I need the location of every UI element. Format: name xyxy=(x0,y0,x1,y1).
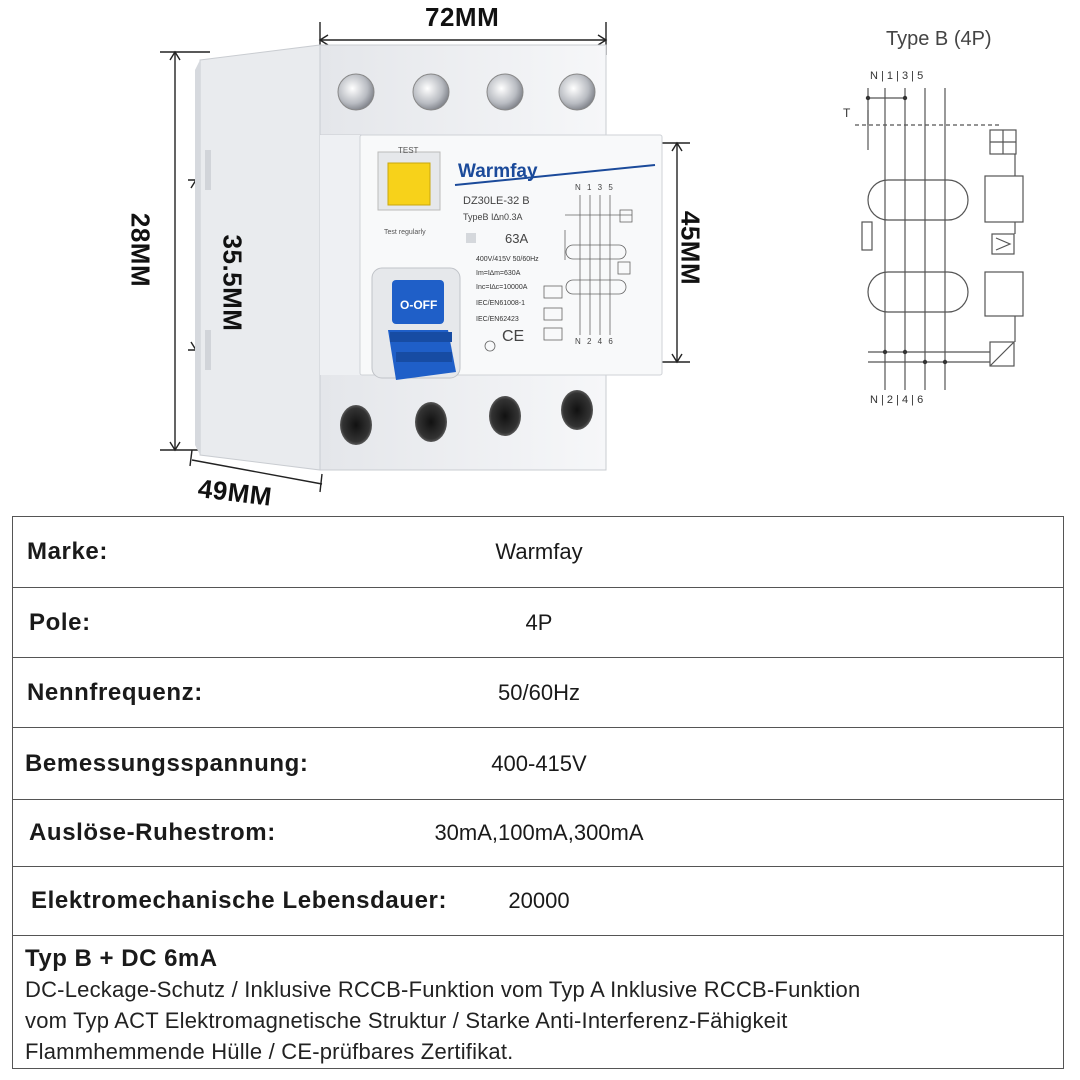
table-row: Marke: Warmfay xyxy=(13,517,1063,588)
device-spec-line: Im=I∆m=630A xyxy=(476,270,521,277)
device-terminals-top: N 1 3 5 xyxy=(575,183,615,192)
switch-lever xyxy=(371,267,461,380)
switch-off-label: O-OFF xyxy=(400,298,438,312)
spec-label: Auslöse-Ruhestrom: xyxy=(29,819,276,846)
description-block: Typ B + DC 6mA DC-Leckage-Schutz / Inklu… xyxy=(13,936,1063,1068)
spec-value: Warmfay xyxy=(495,539,583,564)
spec-label: Bemessungsspannung: xyxy=(25,749,309,777)
rccb-drawing xyxy=(160,22,1024,493)
device-terminals-bottom: N 2 4 6 xyxy=(575,337,615,346)
wiring-diagram xyxy=(855,88,1024,390)
width-dimension-label: 72MM xyxy=(425,2,500,32)
terminal-holes xyxy=(340,390,593,445)
description-line: Flammhemmende Hülle / CE-prüfbares Zerti… xyxy=(25,1039,514,1064)
device-spec-line: 400V/415V 50/60Hz xyxy=(476,256,539,263)
wiring-top-terminals: N | 1 | 3 | 5 xyxy=(870,70,924,82)
device-spec-line: IEC/EN61008-1 xyxy=(476,300,526,307)
description-line: DC-Leckage-Schutz / Inklusive RCCB-Funkt… xyxy=(25,977,861,1002)
device-type-line: TypeB I∆n0.3A xyxy=(463,212,523,222)
table-row: Elektromechanische Lebensdauer: 20000 xyxy=(13,867,1063,936)
description-title: Typ B + DC 6mA xyxy=(25,945,218,972)
table-row: Pole: 4P xyxy=(13,588,1063,658)
face-symbols xyxy=(466,233,563,352)
spec-label: Elektromechanische Lebensdauer: xyxy=(31,887,448,914)
front-height-dimension-label: 35.5MM xyxy=(217,234,248,332)
wiring-test-marker: T xyxy=(843,106,851,120)
wiring-diagram-title: Type B (4P) xyxy=(886,28,992,50)
test-regularly-note: Test regularly xyxy=(384,229,426,236)
specification-table: Marke: Warmfay Pole: 4P Nennfrequenz: 50… xyxy=(12,516,1064,1069)
device-model: DZ30LE-32 B xyxy=(463,195,530,207)
test-button-label: TEST xyxy=(398,146,419,155)
wiring-bottom-terminals: N | 2 | 4 | 6 xyxy=(870,394,924,406)
terminal-screws xyxy=(337,73,596,111)
device-rated-current: 63A xyxy=(505,231,529,246)
wiring-dots xyxy=(865,95,948,365)
ce-mark: CE xyxy=(502,328,525,345)
product-illustration: 72MM 49MM 28MM 35.5MM 45MM TEST Warmfay … xyxy=(0,0,1080,512)
spec-label: Pole: xyxy=(29,608,91,636)
table-row: Bemessungsspannung: 400-415V xyxy=(13,728,1063,800)
device-spec-line: Inc=I∆c=10000A xyxy=(476,284,528,291)
spec-label: Nennfrequenz: xyxy=(27,678,203,706)
face-height-dimension-label: 45MM xyxy=(675,210,706,286)
test-button xyxy=(377,151,441,211)
device-brand-logo: Warmfay xyxy=(458,161,538,182)
spec-label: Marke: xyxy=(27,538,108,565)
rccb-side xyxy=(195,44,321,471)
device-spec-line: IEC/EN62423 xyxy=(476,316,519,323)
face-schematic xyxy=(564,195,633,335)
description-line: vom Typ ACT Elektromagnetische Struktur … xyxy=(25,1008,788,1033)
table-row: Nennfrequenz: 50/60Hz xyxy=(13,658,1063,728)
table-row: Auslöse-Ruhestrom: 30mA,100mA,300mA xyxy=(13,800,1063,867)
height-dimension-label: 28MM xyxy=(125,212,156,288)
description-text: DC-Leckage-Schutz / Inklusive RCCB-Funkt… xyxy=(25,974,1051,1067)
spec-value: 4P xyxy=(525,609,553,635)
